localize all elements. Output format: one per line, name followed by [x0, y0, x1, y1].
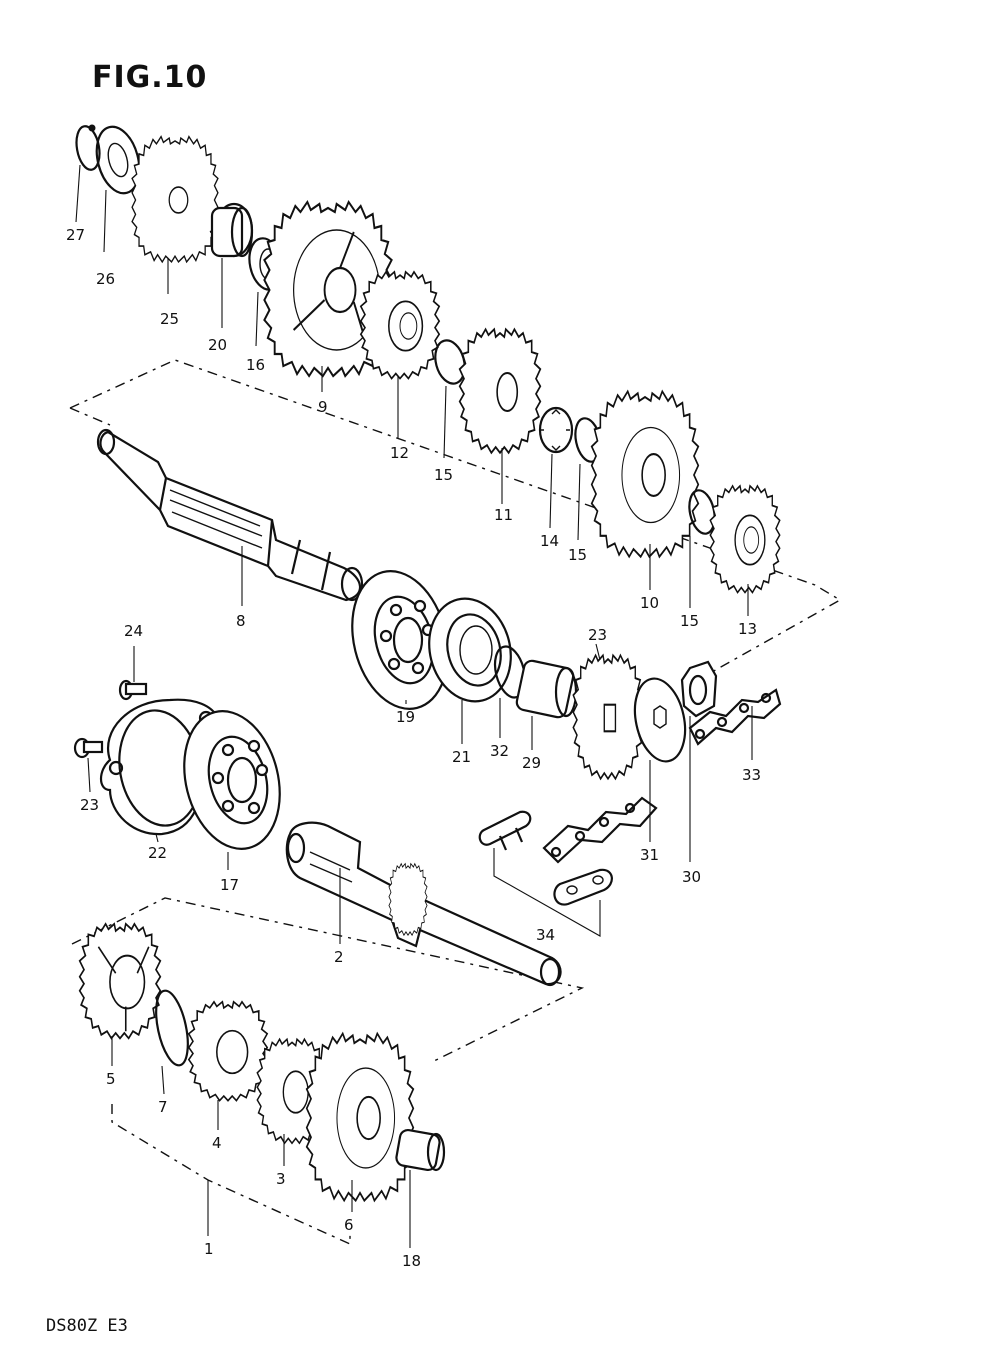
oil-seal-21	[428, 597, 512, 703]
countershaft-8	[96, 428, 364, 602]
callout-34: 34	[536, 926, 555, 944]
callout-30: 30	[682, 868, 701, 886]
callout-1: 1	[204, 1240, 214, 1258]
callout-15b: 15	[568, 546, 587, 564]
callout-2: 2	[334, 948, 344, 966]
bushing-18	[395, 1128, 446, 1172]
callout-26: 26	[96, 270, 115, 288]
callout-3: 3	[276, 1170, 286, 1188]
gear-13	[709, 484, 781, 594]
callout-22: 22	[148, 844, 167, 862]
callout-15a: 15	[434, 466, 453, 484]
callout-8: 8	[236, 612, 246, 630]
shaft-gear	[388, 863, 428, 936]
sprocket-23	[572, 654, 644, 780]
callout-11: 11	[494, 506, 513, 524]
circlip-7	[155, 989, 189, 1067]
bushing-20	[209, 202, 254, 258]
bearing-17	[183, 710, 281, 850]
splined-washer-14	[538, 406, 574, 454]
lock-washer-31	[633, 677, 687, 763]
callout-14: 14	[540, 532, 559, 550]
callout-10: 10	[640, 594, 659, 612]
callout-17: 17	[220, 876, 239, 894]
callout-21: 21	[452, 748, 471, 766]
callout-25: 25	[160, 310, 179, 328]
callout-23a: 23	[80, 796, 99, 814]
callout-31: 31	[640, 846, 659, 864]
callout-32: 32	[490, 742, 509, 760]
chain-joint-34	[478, 810, 613, 937]
callout-labels: 27 26 25 20 16 9 12 15 11 14 15 10 15 13…	[66, 226, 761, 1270]
callout-12: 12	[390, 444, 409, 462]
callout-24: 24	[124, 622, 143, 640]
callout-20: 20	[208, 336, 227, 354]
upper-assembly-frame	[69, 359, 842, 673]
callout-9: 9	[318, 398, 328, 416]
callout-7: 7	[158, 1098, 168, 1116]
gear-4	[187, 1001, 269, 1102]
callout-23b: 23	[588, 626, 607, 644]
bolt-23	[73, 737, 104, 759]
callout-18: 18	[402, 1252, 421, 1270]
callout-33: 33	[742, 766, 761, 784]
callout-27: 27	[66, 226, 85, 244]
circlip-27	[75, 124, 101, 171]
gear-25	[131, 135, 219, 263]
gear-12	[359, 270, 441, 380]
callout-13: 13	[738, 620, 757, 638]
callout-4: 4	[212, 1134, 222, 1152]
lower-assembly-frame	[71, 897, 585, 1063]
figure-title: FIG.10	[92, 60, 208, 95]
gear-5	[78, 922, 162, 1040]
gear-11	[458, 328, 542, 454]
bolt-24	[118, 679, 148, 701]
drive-chain-33	[688, 688, 782, 746]
chain-segment	[542, 796, 658, 864]
nut-30	[680, 660, 718, 718]
washer-26	[95, 125, 141, 195]
leader-lines	[75, 164, 753, 1248]
callout-16: 16	[246, 356, 265, 374]
spacer-29	[515, 659, 578, 719]
callout-15c: 15	[680, 612, 699, 630]
callout-6: 6	[344, 1216, 354, 1234]
gear-10	[590, 390, 700, 558]
gear-6	[305, 1032, 415, 1202]
model-code: DS80Z E3	[46, 1316, 128, 1336]
callout-29: 29	[522, 754, 541, 772]
callout-5: 5	[106, 1070, 116, 1088]
callout-19: 19	[396, 708, 415, 726]
